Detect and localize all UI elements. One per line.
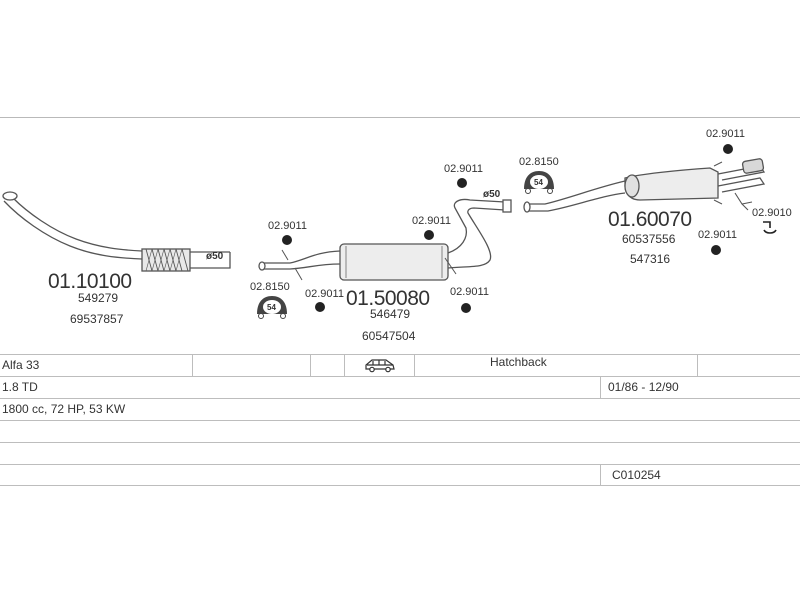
table-row: Alfa 33 Hatchback [0, 354, 800, 376]
vehicle-specs: 1800 cc, 72 HP, 53 KW [2, 402, 126, 416]
part-code: 01.10100 [48, 270, 132, 293]
clamp-label: 02.9011 [706, 128, 745, 140]
hook-label: 02.9010 [752, 207, 792, 219]
rubber-ring-icon [257, 296, 287, 319]
hook-icon [763, 221, 777, 234]
part-code: 01.60070 [608, 208, 692, 231]
table-row [0, 442, 800, 464]
vehicle-years: 01/86 - 12/90 [608, 380, 679, 394]
clamp-icon [424, 230, 434, 240]
car-hatchback-icon [364, 357, 396, 378]
table-row: 1800 cc, 72 HP, 53 KW [0, 398, 800, 420]
middle-pipe-part [258, 198, 512, 281]
clamp-label: 02.9011 [444, 163, 483, 175]
clamp-icon [723, 144, 733, 154]
clamp-icon [711, 245, 721, 255]
vehicle-model: Alfa 33 [2, 358, 40, 372]
clamp-icon [315, 302, 325, 312]
part-ref: 546479 [370, 307, 410, 321]
pipe-diameter-label: ø50 [483, 189, 501, 200]
system-code: C010254 [612, 468, 661, 482]
pipe-diameter-label: ø50 [206, 251, 224, 262]
ring-size-label: 54 [267, 303, 276, 312]
table-row [0, 420, 800, 442]
front-pipe-part [2, 191, 231, 272]
part-ref: 69537857 [70, 312, 124, 326]
clamp-label: 02.9011 [412, 215, 451, 227]
clamp-label: 02.9011 [305, 288, 344, 300]
diagram-top-border [0, 117, 800, 118]
part-code: 01.50080 [346, 287, 430, 310]
part-ref: 60547504 [362, 329, 416, 343]
clamp-label: 02.9011 [698, 229, 737, 241]
exhaust-diagram: 01.10100 549279 69537857 01.50080 546479… [2, 128, 792, 343]
clamp-icon [457, 178, 467, 188]
vehicle-info-table: Alfa 33 Hatchback 1.8 TD 01/86 - 12/90 1… [0, 354, 800, 486]
rear-muffler-part [523, 158, 766, 213]
clamp-label: 02.9011 [450, 286, 489, 298]
ring-size-label: 54 [534, 178, 543, 187]
part-ref: 547316 [630, 252, 670, 266]
part-ref: 549279 [78, 291, 118, 305]
vehicle-body-type: Hatchback [490, 355, 547, 369]
clamp-label: 02.9011 [268, 220, 307, 232]
table-row: C010254 [0, 464, 800, 486]
ring-label: 02.8150 [519, 156, 559, 168]
vehicle-engine: 1.8 TD [2, 380, 38, 394]
clamp-icon [461, 303, 471, 313]
ring-label: 02.8150 [250, 281, 290, 293]
rubber-ring-icon [524, 171, 554, 194]
clamp-icon [282, 235, 292, 245]
part-ref: 60537556 [622, 232, 676, 246]
table-row: 1.8 TD 01/86 - 12/90 [0, 376, 800, 398]
